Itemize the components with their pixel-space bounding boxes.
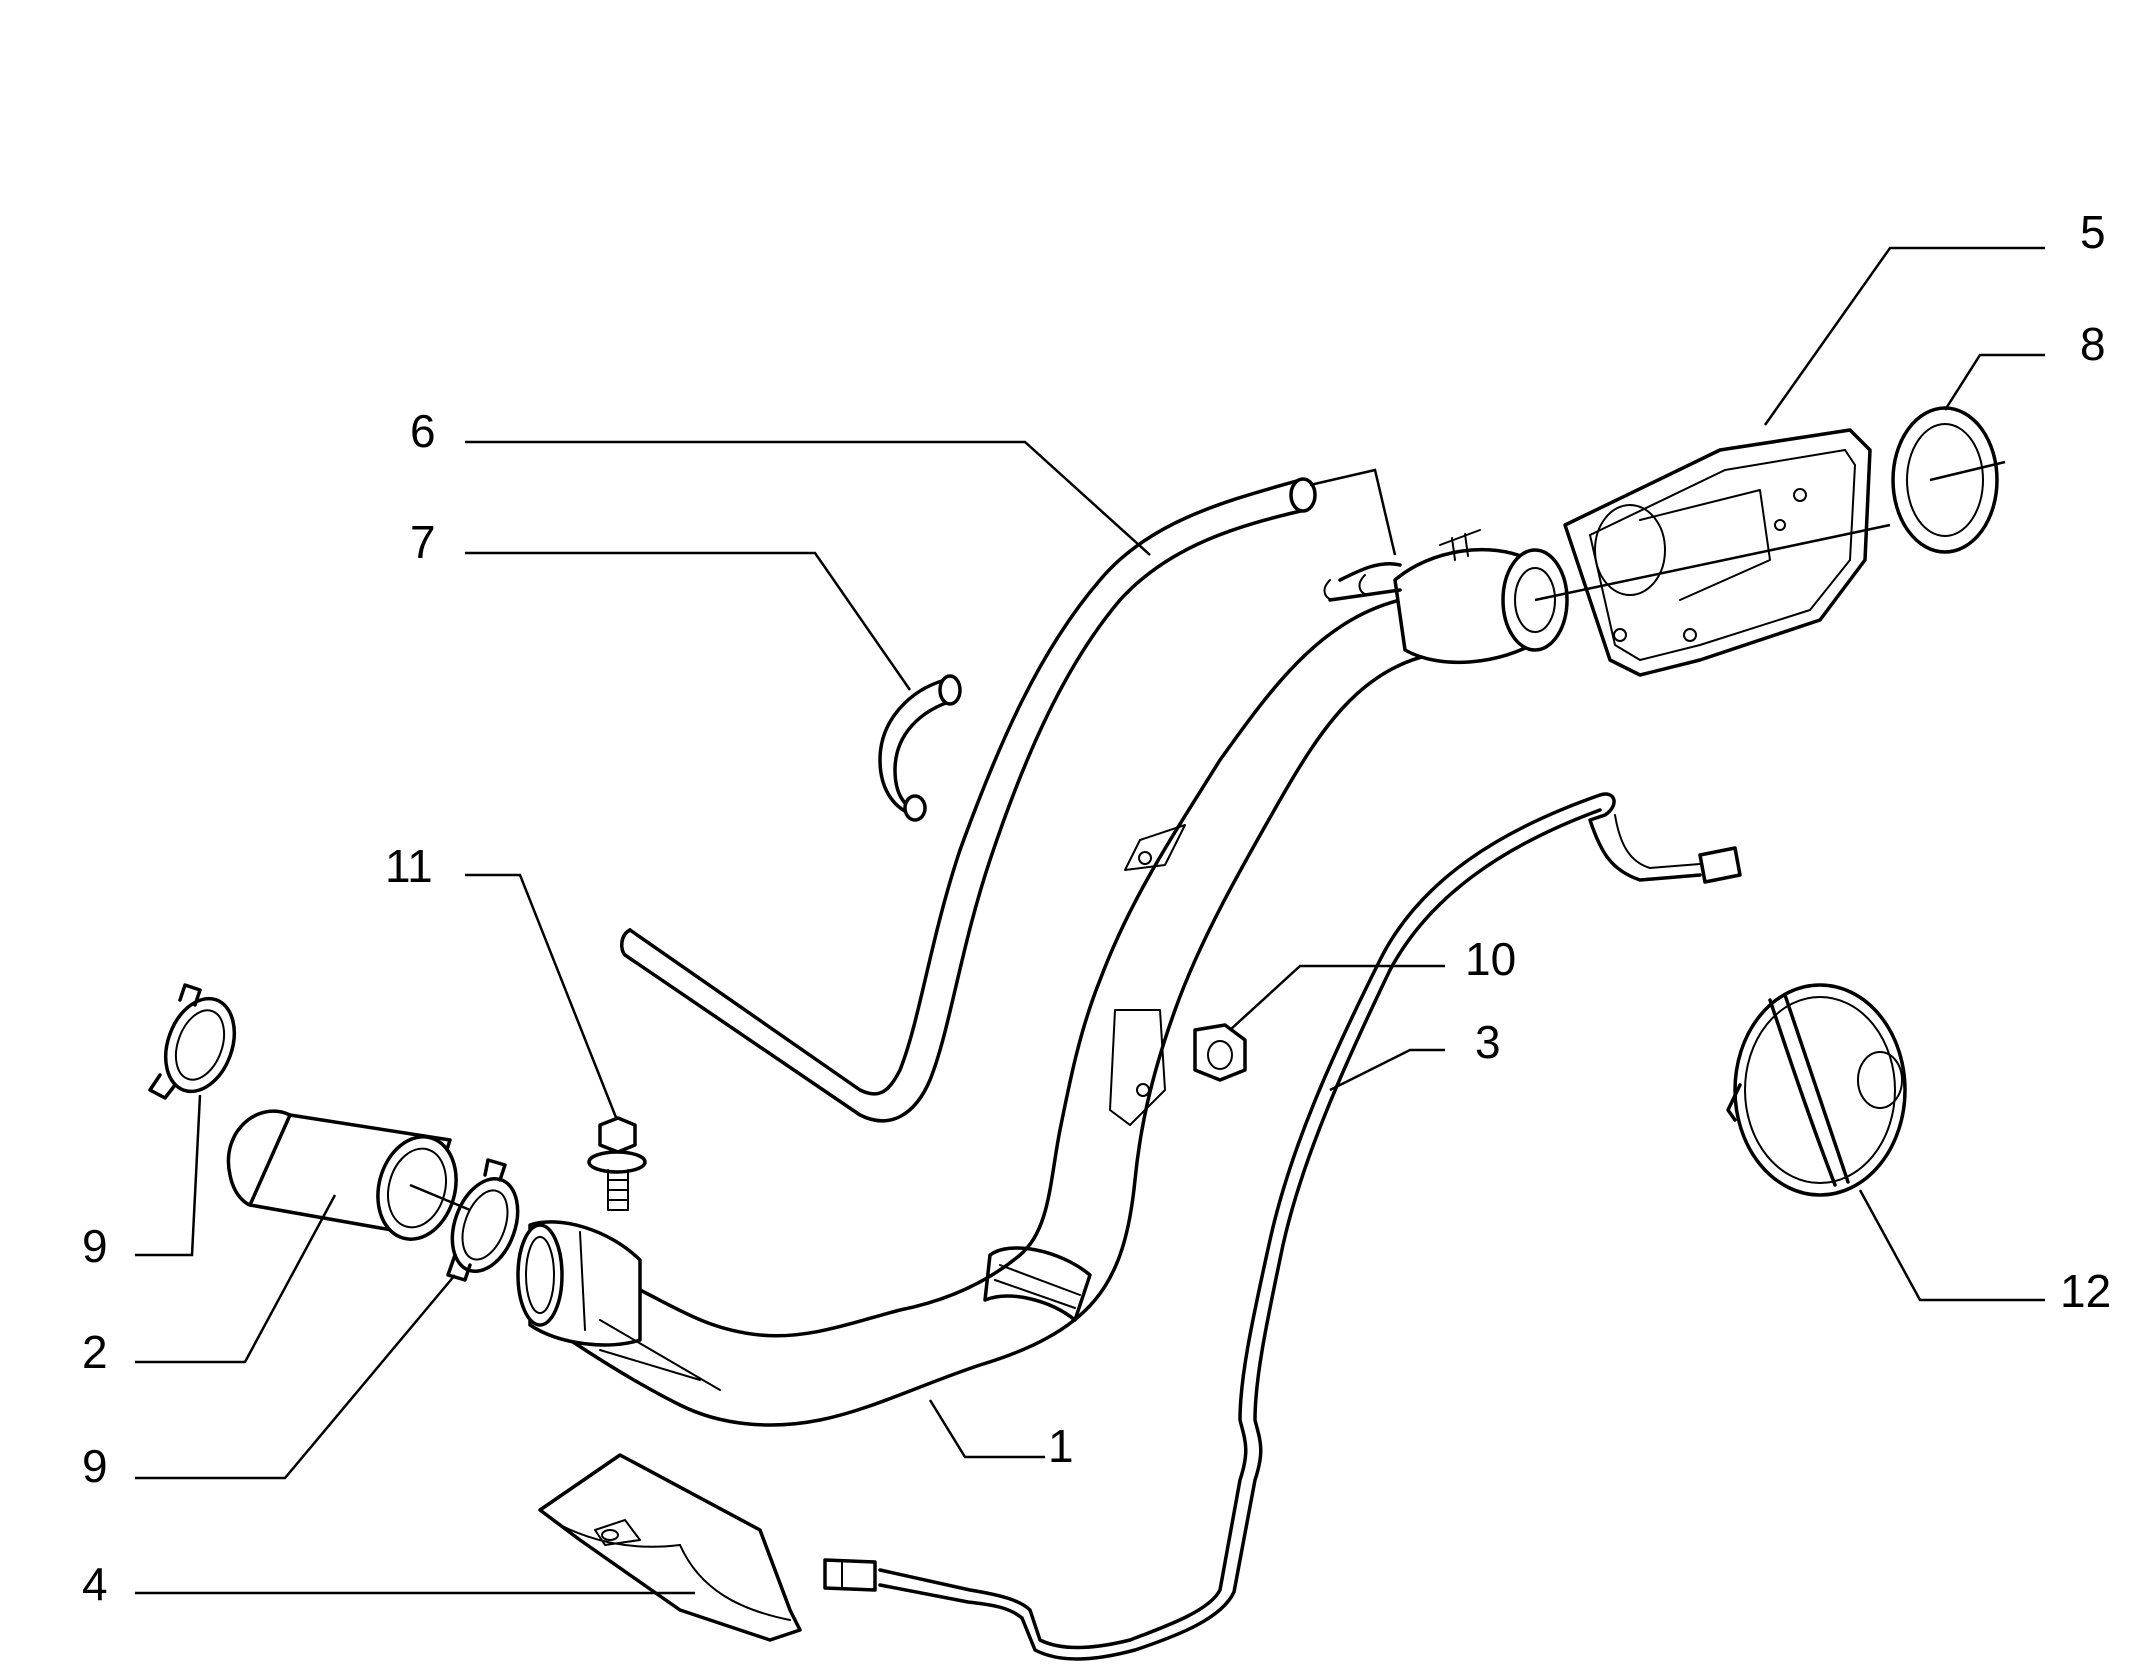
- leader-9-upper: [135, 1094, 202, 1257]
- callout-6: 6: [410, 405, 436, 457]
- hose-clamp-part-9-upper: [148, 983, 237, 1100]
- leader-1: [928, 1399, 1045, 1459]
- callout-3: 3: [1475, 1016, 1501, 1068]
- hose-clip-part-7: [878, 674, 962, 822]
- callout-labels: 5 8 6 7 11 10 3 12 9 2 9 1 4: [82, 206, 2111, 1610]
- callout-4: 4: [82, 1558, 108, 1610]
- leader-5-inner: [1534, 523, 1891, 602]
- filler-neck-pipe-part-1: [516, 529, 1569, 1427]
- leader-2-inner: [409, 1183, 471, 1212]
- nut-part-10: [1193, 1023, 1247, 1082]
- breather-hose-part-6: [619, 477, 1317, 1123]
- hose-clamp-part-9-lower: [446, 1158, 520, 1282]
- callout-2: 2: [82, 1326, 108, 1378]
- leader-7: [465, 551, 912, 691]
- callout-9-upper: 9: [82, 1220, 108, 1272]
- leader-6-connector: [1309, 468, 1397, 556]
- bolt-part-11: [587, 1116, 647, 1211]
- seal-ring-part-8: [1891, 406, 1999, 554]
- filler-cap-part-12: [1726, 983, 1907, 1197]
- callout-10: 10: [1465, 933, 1516, 985]
- leader-3: [1329, 1048, 1445, 1092]
- callout-8: 8: [2080, 318, 2106, 370]
- callout-5: 5: [2080, 206, 2106, 258]
- leader-11: [465, 873, 619, 1121]
- callout-1: 1: [1048, 1420, 1074, 1472]
- callout-12: 12: [2060, 1265, 2111, 1317]
- leader-12: [1858, 1189, 2045, 1302]
- leader-8: [1943, 353, 2045, 411]
- filler-housing-part-5: [1563, 428, 1872, 677]
- cable-part-3: [823, 792, 1742, 1661]
- leader-10: [1229, 964, 1445, 1031]
- leader-lines: [135, 246, 2045, 1595]
- heat-shield-part-4: [538, 1453, 802, 1642]
- callout-7: 7: [410, 516, 436, 568]
- callout-9-lower: 9: [82, 1440, 108, 1492]
- leader-8-inner: [1929, 460, 2006, 482]
- callout-11: 11: [385, 840, 433, 892]
- leader-9-lower: [135, 1274, 456, 1480]
- leader-2: [135, 1194, 337, 1364]
- leader-5: [1763, 246, 2045, 426]
- leader-6: [465, 440, 1151, 556]
- rubber-hose-part-2: [226, 1109, 458, 1241]
